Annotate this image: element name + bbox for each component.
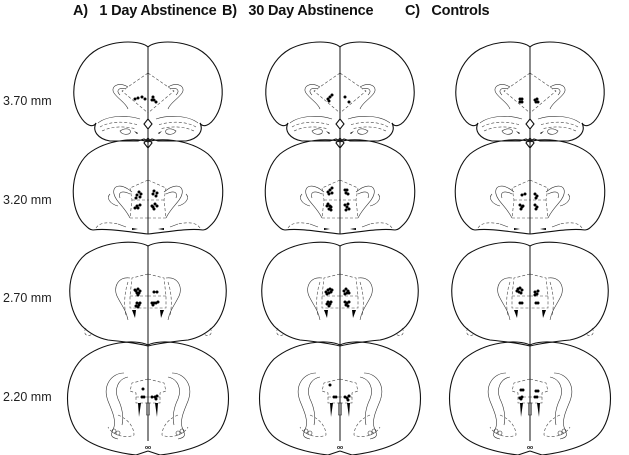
section-b-370: [265, 41, 415, 142]
section-a-220: oo: [66, 341, 230, 455]
level-label-3-70: 3.70 mm: [3, 94, 52, 108]
section-c-370: [455, 41, 605, 142]
level-label-3-20: 3.20 mm: [3, 193, 52, 207]
svg-text:oo: oo: [527, 445, 533, 451]
section-b-270: [261, 241, 419, 347]
svg-text:oo: oo: [337, 445, 343, 451]
section-c-220: oo: [448, 341, 612, 455]
section-a-270: [69, 241, 227, 347]
section-c-320: [454, 137, 606, 235]
section-c-270: [451, 241, 609, 347]
level-label-2-70: 2.70 mm: [3, 291, 52, 305]
section-a-320: [72, 137, 224, 235]
level-label-2-20: 2.20 mm: [3, 390, 52, 404]
svg-text:oo: oo: [145, 445, 151, 451]
panel-c-title: C) Controls: [405, 3, 490, 19]
section-a-370: [73, 41, 223, 142]
section-b-320: [264, 137, 416, 235]
section-b-220: oo: [258, 341, 422, 455]
panel-b-title: B) 30 Day Abstinence: [222, 3, 374, 19]
panel-a-title: A) 1 Day Abstinence: [73, 3, 217, 19]
